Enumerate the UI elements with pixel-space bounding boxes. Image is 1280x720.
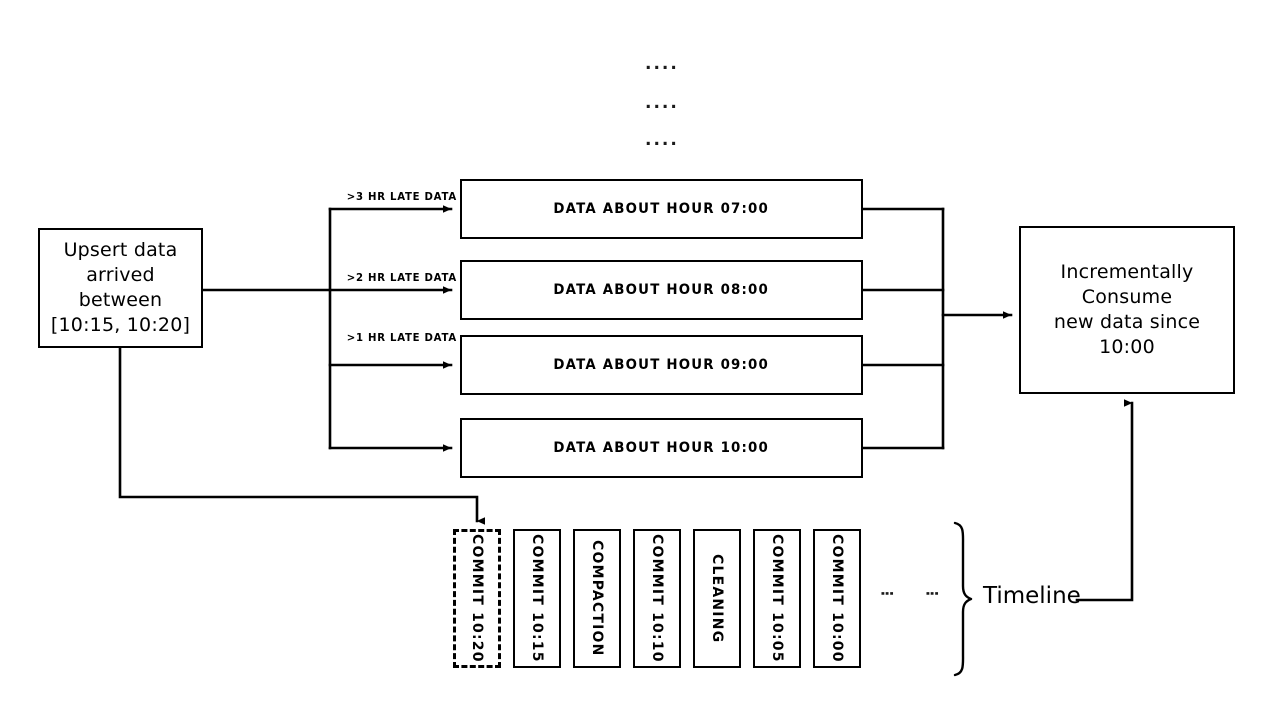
branch-label-late-3hr: >3 hr late data	[346, 190, 457, 203]
timeline-commit-10-15-label: commit 10:15	[529, 534, 545, 663]
timeline-brace	[953, 521, 973, 677]
consume-line-2: new data since 10:00	[1053, 311, 1201, 359]
timeline-commit-10-15[interactable]: commit 10:15	[513, 529, 561, 668]
timeline-commit-10-20[interactable]: commit 10:20	[453, 529, 501, 668]
upsert-source-text: Upsert data arrived between [10:15, 10:2…	[46, 238, 195, 338]
timeline-compaction[interactable]: compaction	[573, 529, 621, 668]
timeline-cleaning[interactable]: cleaning	[693, 529, 741, 668]
upsert-source-box[interactable]: Upsert data arrived between [10:15, 10:2…	[38, 228, 203, 348]
timeline-commit-10-10-label: commit 10:10	[649, 534, 665, 663]
hour-box-08[interactable]: Data about hour 08:00	[460, 260, 863, 320]
incremental-consume-text: Incrementally Consume new data since 10:…	[1029, 260, 1225, 360]
branch-label-late-1hr: >1 hr late data	[346, 331, 457, 344]
hour-box-10[interactable]: Data about hour 10:00	[460, 418, 863, 478]
timeline-commit-10-20-label: commit 10:20	[469, 534, 485, 663]
hour-box-08-label: Data about hour 08:00	[553, 282, 770, 298]
incremental-consume-box[interactable]: Incrementally Consume new data since 10:…	[1019, 226, 1235, 394]
timeline-label: Timeline	[983, 583, 1081, 609]
hour-box-07[interactable]: Data about hour 07:00	[460, 179, 863, 239]
timeline-cleaning-label: cleaning	[709, 553, 725, 644]
timeline-ellipsis-1: ⋮	[878, 586, 896, 603]
upsert-line-2: arrived between	[78, 263, 163, 311]
upsert-line-1: Upsert data	[63, 238, 178, 261]
hour-box-09[interactable]: Data about hour 09:00	[460, 335, 863, 395]
edge-source-to-commit	[118, 347, 486, 525]
consume-line-1: Incrementally Consume	[1060, 260, 1194, 308]
ellipsis-top-3: ....	[645, 130, 679, 150]
ellipsis-top-1: ....	[645, 54, 679, 74]
timeline-commit-10-05[interactable]: commit 10:05	[753, 529, 801, 668]
edge-timeline-to-consumer	[1075, 399, 1134, 602]
timeline-compaction-label: compaction	[589, 540, 605, 657]
timeline-commit-10-00-label: commit 10:00	[829, 534, 845, 663]
hour-box-09-label: Data about hour 09:00	[553, 357, 770, 373]
timeline-commit-10-05-label: commit 10:05	[769, 534, 785, 663]
branch-label-late-2hr: >2 hr late data	[346, 271, 457, 284]
timeline-commit-10-00[interactable]: commit 10:00	[813, 529, 861, 668]
timeline-ellipsis-2: ⋮	[923, 586, 941, 603]
upsert-line-3: [10:15, 10:20]	[50, 314, 191, 337]
hour-box-10-label: Data about hour 10:00	[553, 440, 770, 456]
timeline-commit-10-10[interactable]: commit 10:10	[633, 529, 681, 668]
hour-box-07-label: Data about hour 07:00	[553, 201, 770, 217]
ellipsis-top-2: ....	[645, 93, 679, 113]
